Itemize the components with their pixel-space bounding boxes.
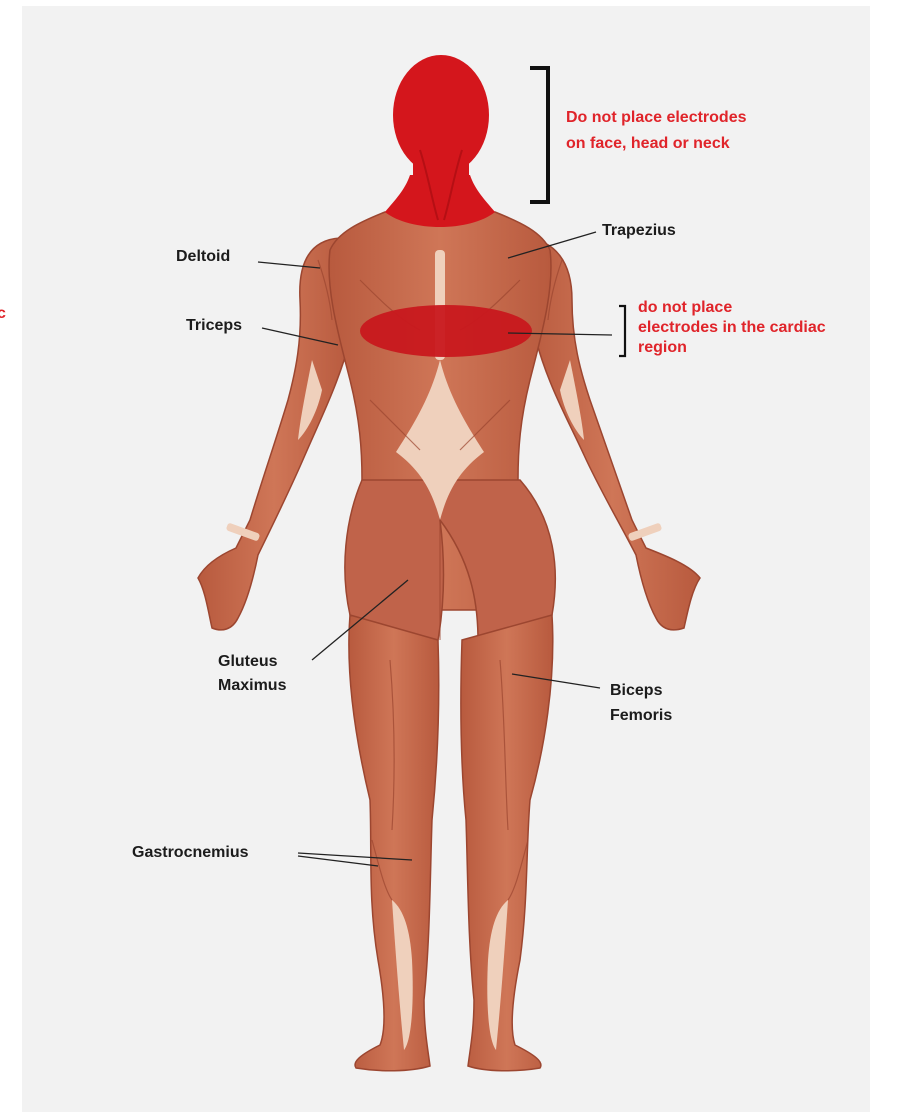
- head-bracket: [530, 68, 548, 202]
- label-gluteus-line2: Maximus: [218, 676, 286, 696]
- warning-head-line1: Do not place electrodes: [566, 108, 747, 127]
- label-biceps-line1: Biceps: [610, 681, 662, 701]
- warning-cardiac-line3: region: [638, 338, 687, 357]
- cardiac-bracket: [619, 306, 625, 356]
- warning-cardiac-line1: do not place: [638, 298, 732, 317]
- label-triceps: Triceps: [186, 316, 242, 336]
- left-arm: [198, 238, 350, 630]
- label-trapezius: Trapezius: [602, 221, 676, 241]
- clipped-left-text: c: [0, 304, 6, 323]
- cardiac-no-zone: [360, 305, 532, 357]
- label-biceps-line2: Femoris: [610, 706, 672, 726]
- label-deltoid: Deltoid: [176, 247, 230, 267]
- left-leg: [349, 615, 439, 1071]
- label-gastrocnemius: Gastrocnemius: [132, 843, 248, 863]
- warning-head-line2: on face, head or neck: [566, 134, 730, 153]
- label-gluteus-line1: Gluteus: [218, 652, 278, 672]
- warning-cardiac-line2: electrodes in the cardiac: [638, 318, 826, 337]
- right-leg: [461, 615, 553, 1071]
- head-neck-no-zone: [385, 55, 495, 227]
